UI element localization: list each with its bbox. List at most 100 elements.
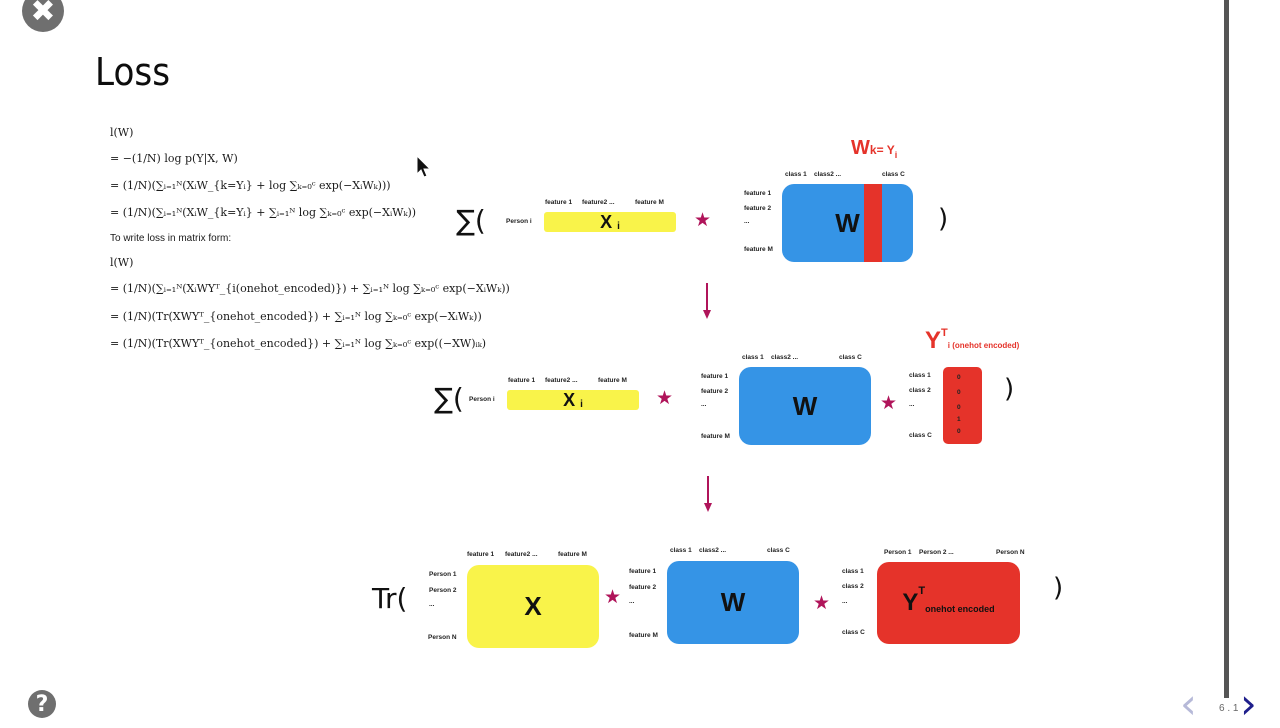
equation-line: l(W): [110, 126, 134, 139]
equation-line: = (1/N)(∑ᵢ₌₁ᴺ(XᵢW_{k=Yᵢ} + log ∑ₖ₌₀ᶜ exp…: [110, 179, 391, 192]
y-subscript: onehot encoded: [925, 604, 995, 614]
help-icon[interactable]: ?: [28, 690, 56, 718]
feature-label: feature 2: [629, 584, 657, 591]
class-label: class 1: [742, 354, 764, 361]
x-label: X: [524, 591, 542, 621]
class-label: class2 ...: [699, 547, 727, 554]
feature-label: feature M: [558, 551, 587, 558]
star-icon: ★: [880, 393, 898, 414]
trace-symbol: Tr(: [372, 582, 408, 615]
person-label: Person 2 ...: [919, 549, 954, 556]
w-label: W: [835, 207, 860, 238]
y-onehot-vector: [943, 367, 982, 444]
person-label: Person 1: [429, 571, 457, 578]
feature-label: feature2 ...: [505, 551, 538, 558]
x-label: X: [600, 211, 613, 232]
close-paren: ): [1004, 374, 1015, 404]
equation-line: l(W): [110, 256, 134, 269]
slide-title: Loss: [95, 50, 171, 94]
w-matrix: W: [782, 184, 913, 262]
onehot-value: 0: [957, 428, 961, 435]
slide-edge-bar: [1224, 0, 1229, 698]
y-label: Y: [902, 589, 919, 616]
w-matrix: W: [739, 367, 871, 445]
equation-line: = (1/N)(Tr(XWYᵀ_{onehot_encoded}) + ∑ᵢ₌₁…: [110, 337, 487, 350]
feature-label: feature 1: [467, 551, 495, 558]
x-subscript: i: [580, 398, 583, 410]
equation-line: = (1/N)(Tr(XWYᵀ_{onehot_encoded}) + ∑ᵢ₌₁…: [110, 310, 482, 323]
class-label: class 1: [909, 372, 931, 379]
person-label: Person 1: [884, 549, 912, 556]
w-label: W: [720, 587, 746, 617]
wk-label: Wk= Yi: [851, 137, 898, 160]
class-label: class2 ...: [814, 171, 842, 178]
star-icon: ★: [694, 210, 712, 231]
person-label: Person N: [428, 634, 457, 641]
class-label: class C: [767, 547, 790, 554]
next-slide-icon[interactable]: ›: [1240, 679, 1257, 728]
onehot-value: 0: [957, 374, 961, 381]
x-matrix: X: [467, 565, 599, 648]
feature-label: feature M: [744, 246, 773, 253]
sum-symbol: ∑(: [434, 382, 464, 415]
feature-label: ...: [744, 218, 750, 225]
onehot-value: 0: [957, 389, 961, 396]
w-matrix: W: [667, 561, 799, 644]
sum-symbol: ∑(: [456, 204, 486, 237]
equation-note: To write loss in matrix form:: [110, 233, 232, 244]
class-label: class 1: [670, 547, 692, 554]
class-label: class C: [882, 171, 905, 178]
class-label: class 2: [842, 583, 864, 590]
feature-label: ...: [701, 401, 707, 408]
class-label: class C: [909, 432, 932, 439]
equation-line: = (1/N)(∑ᵢ₌₁ᴺ(XᵢW_{k=Yᵢ} + ∑ᵢ₌₁ᴺ log ∑ₖ₌…: [110, 206, 417, 219]
class-label: class 1: [842, 568, 864, 575]
feature-label: feature 2: [744, 205, 772, 212]
feature-label: feature 1: [744, 190, 772, 197]
class-label: ...: [842, 598, 848, 605]
feature-label: feature M: [629, 632, 658, 639]
page-number: 6 . 1: [1219, 703, 1239, 714]
equation-line: = −(1/N) log p(Y|X, W): [110, 152, 238, 165]
down-arrow-head: [704, 503, 712, 512]
equation-line: = (1/N)(∑ᵢ₌₁ᴺ(XᵢWYᵀ_{i(onehot_encoded)})…: [110, 282, 510, 295]
feature-label: feature 1: [508, 377, 536, 384]
down-arrow-icon: [707, 476, 709, 504]
class-label: class 2: [909, 387, 931, 394]
onehot-value: 0: [957, 404, 961, 411]
feature-label: feature 2: [701, 388, 729, 395]
class-label: class C: [842, 629, 865, 636]
feature-label: feature M: [635, 199, 664, 206]
class-label: class2 ...: [771, 354, 799, 361]
w-label: W: [792, 390, 818, 421]
down-arrow-icon: [706, 283, 708, 311]
person-label: Person i: [469, 396, 495, 403]
w-column-highlight: [864, 184, 882, 262]
mouse-cursor-icon: [416, 155, 432, 178]
person-label: Person N: [996, 549, 1025, 556]
class-label: ...: [909, 401, 915, 408]
down-arrow-head: [703, 310, 711, 319]
feature-label: feature2 ...: [545, 377, 578, 384]
star-icon: ★: [604, 587, 622, 608]
x-label: X: [563, 389, 576, 410]
y-transpose-label: YTi (onehot encoded): [925, 327, 1020, 354]
feature-label: ...: [629, 598, 635, 605]
feature-label: feature M: [701, 433, 730, 440]
person-label: ...: [429, 601, 435, 608]
previous-slide-icon[interactable]: ‹: [1180, 679, 1197, 728]
close-paren: ): [1053, 573, 1064, 603]
feature-label: feature M: [598, 377, 627, 384]
star-icon: ★: [656, 388, 674, 409]
y-superscript: T: [918, 585, 926, 597]
onehot-value: 1: [957, 416, 961, 423]
feature-label: feature 1: [701, 373, 729, 380]
class-label: class 1: [785, 171, 807, 178]
person-label: Person 2: [429, 587, 457, 594]
feature-label: feature 1: [629, 568, 657, 575]
person-label: Person i: [506, 218, 532, 225]
close-icon[interactable]: ✖: [22, 0, 64, 32]
